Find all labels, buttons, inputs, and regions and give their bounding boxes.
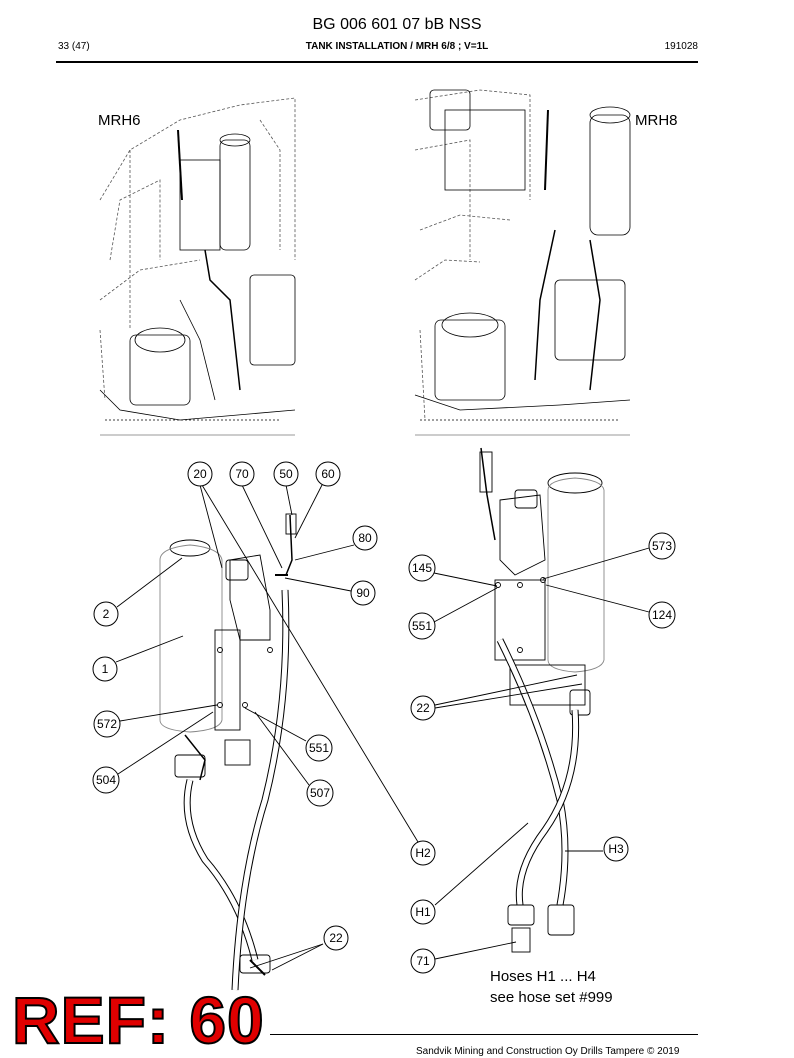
callout-h3: H3 bbox=[603, 836, 629, 862]
mrh8-installation-view bbox=[414, 89, 631, 436]
hose-note-line-1: Hoses H1 ... H4 bbox=[490, 968, 596, 985]
callout-551-left: 551 bbox=[305, 734, 333, 762]
document-date: 191028 bbox=[664, 41, 698, 52]
svg-text:22: 22 bbox=[416, 701, 430, 715]
svg-text:1: 1 bbox=[102, 662, 109, 676]
callout-573: 573 bbox=[648, 532, 676, 560]
svg-text:573: 573 bbox=[652, 539, 672, 553]
document-number: BG 006 601 07 bB NSS bbox=[312, 16, 482, 33]
view-label-mrh8: MRH8 bbox=[635, 112, 678, 129]
callout-124: 124 bbox=[648, 601, 676, 629]
svg-text:70: 70 bbox=[235, 467, 249, 481]
svg-text:551: 551 bbox=[309, 741, 329, 755]
svg-text:507: 507 bbox=[310, 786, 330, 800]
callout-h2: H2 bbox=[410, 840, 436, 866]
callout-22-right: 22 bbox=[410, 695, 436, 721]
svg-text:50: 50 bbox=[279, 467, 293, 481]
svg-text:H2: H2 bbox=[415, 846, 431, 860]
hose-note: Hoses H1 ... H4 see hose set #999 bbox=[490, 966, 613, 1008]
leader-lines bbox=[115, 484, 650, 971]
mrh6-installation-view bbox=[99, 97, 296, 436]
svg-text:H1: H1 bbox=[415, 905, 431, 919]
svg-text:124: 124 bbox=[652, 608, 672, 622]
svg-text:145: 145 bbox=[412, 561, 432, 575]
callout-80: 80 bbox=[352, 525, 378, 551]
callout-504: 504 bbox=[92, 766, 120, 794]
callout-572: 572 bbox=[93, 710, 121, 738]
callout-551-right: 551 bbox=[408, 612, 436, 640]
svg-text:80: 80 bbox=[358, 531, 372, 545]
svg-text:90: 90 bbox=[356, 586, 370, 600]
svg-text:22: 22 bbox=[329, 931, 343, 945]
mrh8-tank-detail bbox=[479, 447, 605, 953]
svg-text:504: 504 bbox=[96, 773, 116, 787]
hose-note-line-2: see hose set #999 bbox=[490, 989, 613, 1006]
svg-text:H3: H3 bbox=[608, 842, 624, 856]
header-rule bbox=[56, 61, 698, 63]
svg-text:2: 2 bbox=[103, 607, 110, 621]
page-number: 33 (47) bbox=[58, 41, 90, 52]
callout-90: 90 bbox=[350, 580, 376, 606]
callout-22-left: 22 bbox=[323, 925, 349, 951]
callout-1: 1 bbox=[92, 656, 118, 682]
callout-70: 70 bbox=[229, 461, 255, 487]
svg-text:572: 572 bbox=[97, 717, 117, 731]
document-subtitle: TANK INSTALLATION / MRH 6/8 ; V=1L bbox=[305, 41, 489, 52]
svg-text:551: 551 bbox=[412, 619, 432, 633]
callout-50: 50 bbox=[273, 461, 299, 487]
callout-71: 71 bbox=[410, 948, 436, 974]
view-label-mrh6: MRH6 bbox=[98, 112, 141, 129]
callout-507: 507 bbox=[306, 779, 334, 807]
footer-copyright: Sandvik Mining and Construction Oy Drill… bbox=[416, 1046, 680, 1057]
svg-text:60: 60 bbox=[321, 467, 335, 481]
callout-145: 145 bbox=[408, 554, 436, 582]
callout-60: 60 bbox=[315, 461, 341, 487]
callout-2: 2 bbox=[93, 601, 119, 627]
svg-text:20: 20 bbox=[193, 467, 207, 481]
callout-20: 20 bbox=[187, 461, 213, 487]
svg-text:71: 71 bbox=[416, 954, 430, 968]
footer-rule bbox=[270, 1034, 698, 1035]
callout-h1: H1 bbox=[410, 899, 436, 925]
mrh6-tank-detail bbox=[159, 513, 297, 991]
reference-stamp: REF: 60 bbox=[11, 982, 265, 1058]
